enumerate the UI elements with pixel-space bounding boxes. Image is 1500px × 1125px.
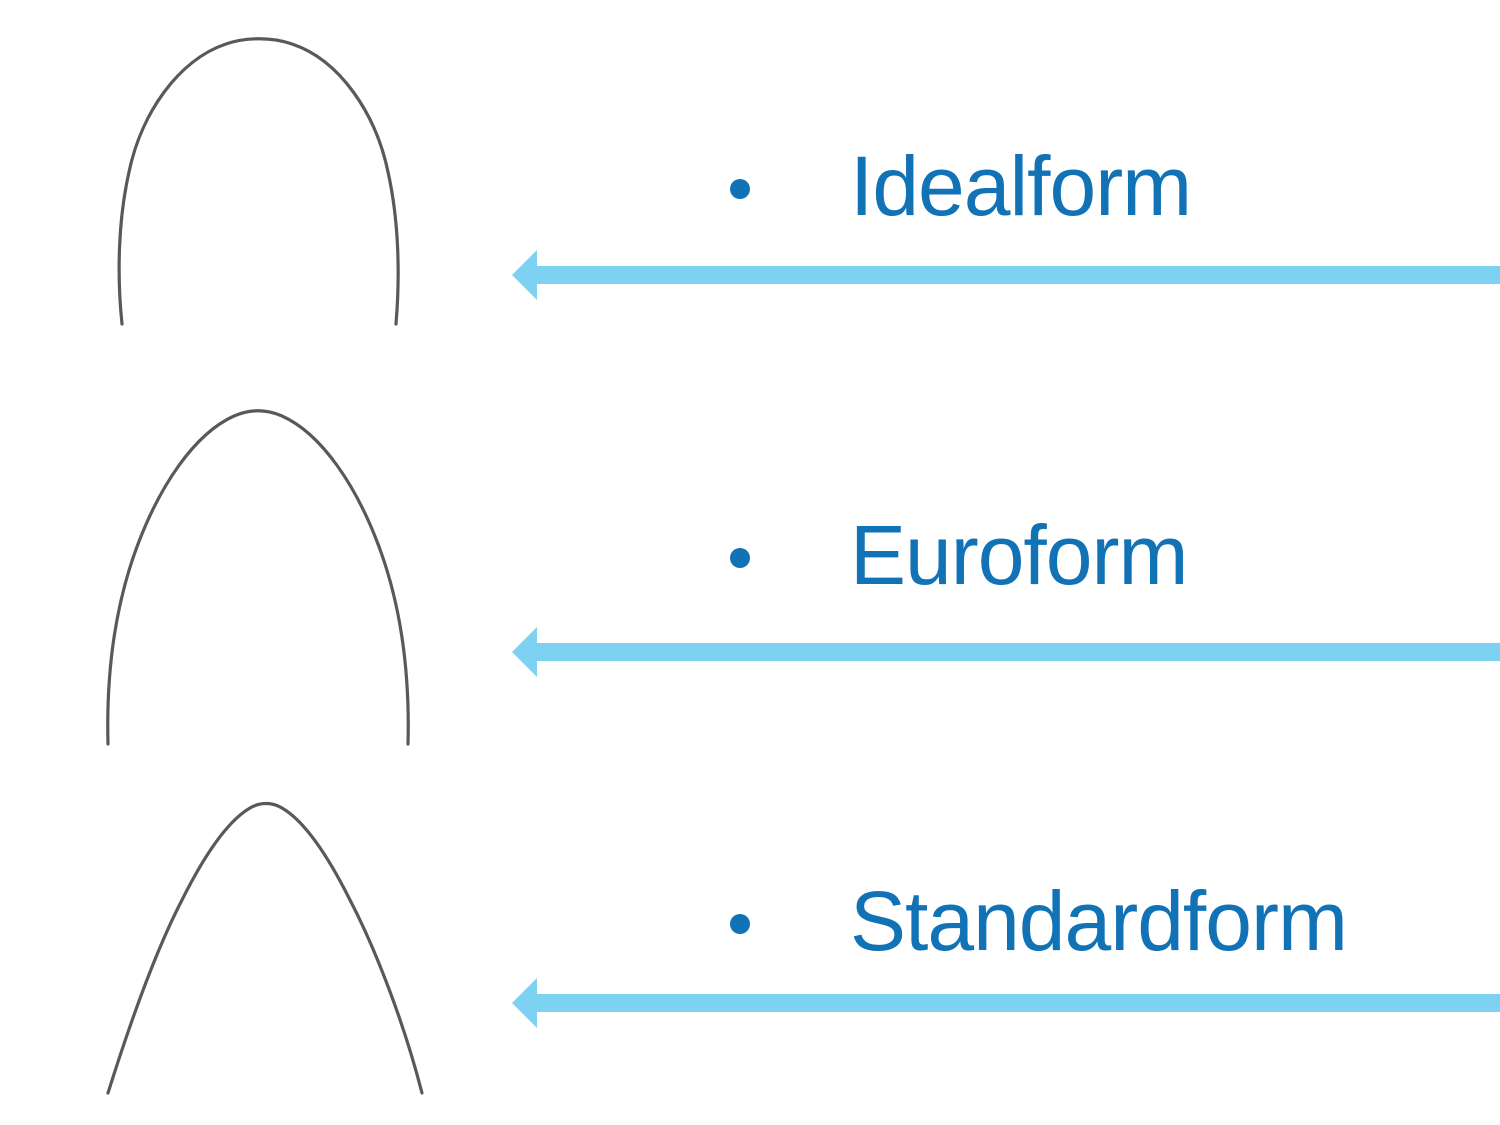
standardform-archwire-icon <box>106 801 424 1095</box>
left-arrow-idealform <box>512 250 1500 300</box>
arrow-shaft <box>537 994 1500 1012</box>
arrow-shaft <box>537 643 1500 661</box>
list-item-euroform: Euroform <box>730 505 1188 605</box>
left-arrow-euroform <box>512 627 1500 677</box>
arrow-shaft <box>537 266 1500 284</box>
euroform-archwire-icon <box>106 409 410 746</box>
bullet-icon <box>730 548 750 568</box>
list-item-idealform: Idealform <box>730 136 1192 236</box>
list-item-standardform: Standardform <box>730 871 1348 971</box>
idealform-archwire-icon <box>117 37 400 326</box>
left-arrow-standardform <box>512 978 1500 1028</box>
standardform-label: Standardform <box>850 874 1348 968</box>
euroform-label: Euroform <box>850 508 1188 602</box>
arrow-head-icon <box>512 627 537 677</box>
bullet-icon <box>730 179 750 199</box>
arrow-head-icon <box>512 250 537 300</box>
arrow-head-icon <box>512 978 537 1028</box>
idealform-label: Idealform <box>850 139 1192 233</box>
bullet-icon <box>730 914 750 934</box>
